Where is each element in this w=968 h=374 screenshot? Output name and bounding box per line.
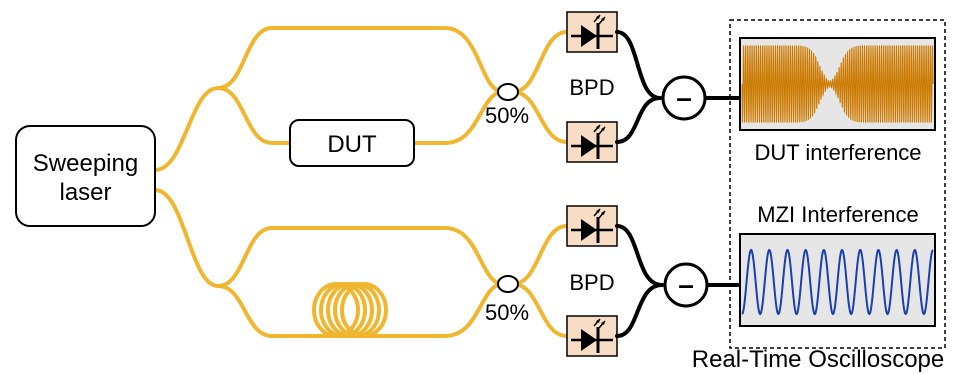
fiber-bottom-to-pd3 (511, 224, 569, 286)
photodiode-icon (565, 314, 619, 358)
fiber-network (153, 26, 569, 338)
bpd-top-label: BPD (569, 75, 614, 100)
laser-label-line1: Sweeping (33, 150, 138, 177)
photodiode-icon (565, 120, 619, 164)
electrical-wires (615, 30, 740, 338)
photodiode-icon (565, 204, 619, 248)
fiber-top-arm-upper (216, 26, 505, 94)
dut-label: DUT (327, 131, 377, 158)
subtractor-top: – (661, 75, 707, 121)
fiber-top-to-pd1 (511, 30, 569, 94)
fiber-bottom-to-pd4 (511, 282, 569, 338)
fiber-top-to-pd2 (511, 90, 569, 144)
laser-label-line2: laser (59, 179, 111, 206)
dut-interference-trace (741, 45, 934, 123)
photodiode-icon (565, 10, 619, 54)
delay-fiber-coil (312, 282, 388, 338)
coupler-bottom-ratio: 50% (485, 300, 529, 325)
coupler-top-ratio: 50% (485, 103, 529, 128)
subtract-symbol: – (676, 82, 692, 113)
subtract-symbol: – (678, 269, 694, 300)
dut-box: DUT (289, 119, 415, 167)
fiber-top-arm-lower-in (216, 86, 292, 145)
sweeping-laser: Sweeping laser (15, 125, 156, 227)
fiber-top-arm-lower-out (412, 90, 505, 145)
fiber-bottom-arm-upper (216, 226, 505, 288)
mzi-trace-label: MZI Interference (757, 202, 918, 227)
dut-trace-label: DUT interference (754, 140, 921, 165)
oscilloscope: DUT interference MZI Interference (729, 19, 946, 349)
mzi-interference-trace (741, 248, 934, 316)
bpd-bottom-label: BPD (569, 270, 614, 295)
fiber-source-to-bottom-mzi (153, 188, 220, 288)
fiber-source-to-top-mzi (153, 86, 220, 172)
coupler-bottom (497, 275, 519, 293)
subtractor-bottom: – (663, 262, 709, 308)
coupler-top (497, 83, 519, 101)
oscilloscope-title: Real-Time Oscilloscope (692, 346, 945, 373)
